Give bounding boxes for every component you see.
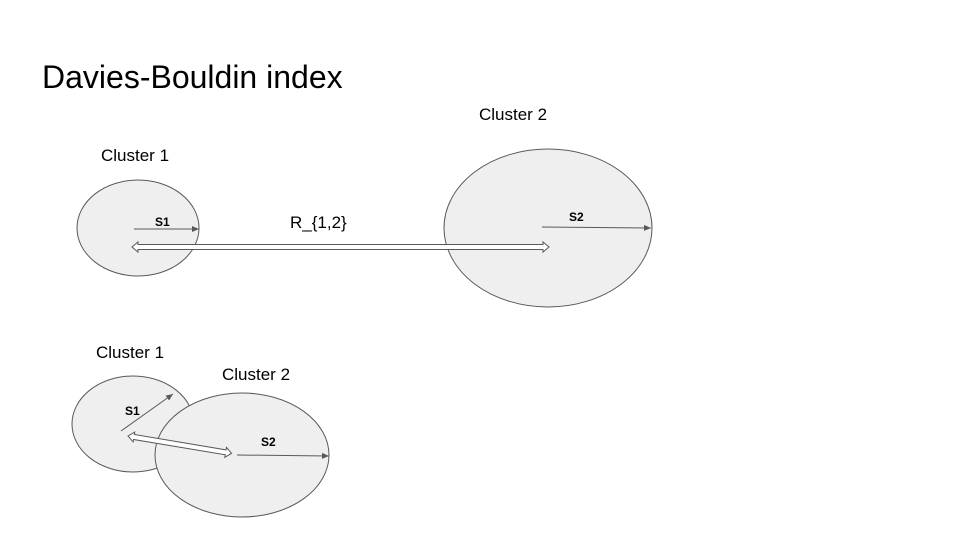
page-title: Davies-Bouldin index	[42, 59, 343, 95]
top-cluster1-label: Cluster 1	[101, 146, 169, 165]
top-cluster1-shape	[76, 179, 200, 277]
bottom-s2-label: S2	[261, 435, 276, 449]
bottom-centroid-distance-arrow	[127, 431, 233, 459]
top-example: Cluster 1 Cluster 2 S1 S2 R_{1,2}	[76, 105, 653, 308]
bottom-cluster2-label: Cluster 2	[222, 365, 290, 384]
top-distance-label: R_{1,2}	[290, 213, 347, 232]
top-cluster2-label: Cluster 2	[479, 105, 547, 124]
bottom-s1-radius-arrow	[120, 393, 174, 432]
top-centroid-distance-arrow	[131, 240, 550, 254]
top-s2-label: S2	[569, 210, 584, 224]
bottom-cluster1-label: Cluster 1	[96, 343, 164, 362]
bottom-s2-radius-arrow	[236, 452, 330, 459]
bottom-s1-label: S1	[125, 404, 140, 418]
top-cluster2-shape	[443, 148, 653, 308]
bottom-example: Cluster 1 Cluster 2 S1 S2	[71, 343, 330, 518]
top-s1-label: S1	[155, 215, 170, 229]
top-s2-radius-arrow	[541, 224, 652, 231]
